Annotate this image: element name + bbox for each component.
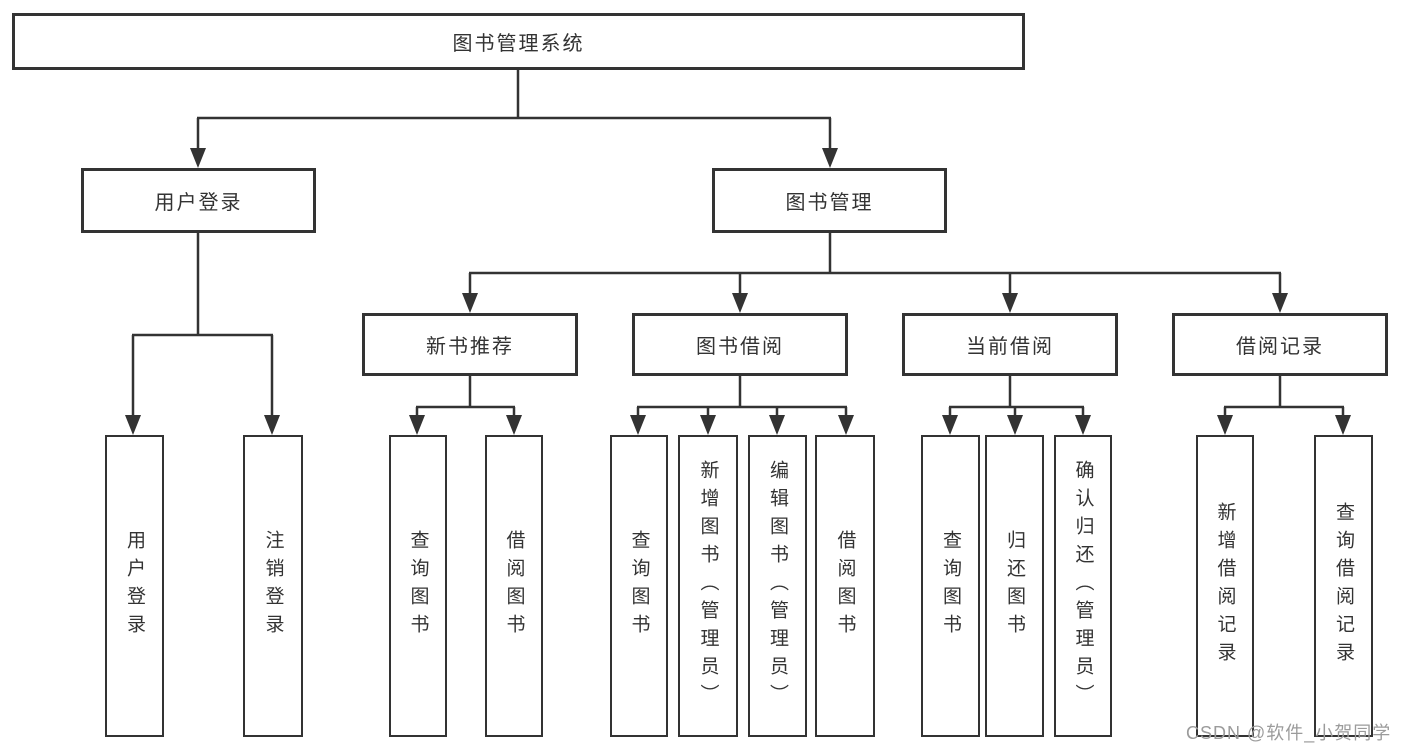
- leaf-query-books-recommend: 查询图书: [389, 435, 447, 737]
- node-label: 图书管理: [785, 192, 874, 214]
- leaf-label: 借阅图书: [503, 530, 525, 642]
- node-label: 当前借阅: [966, 336, 1054, 358]
- leaf-label: 注销登录: [262, 530, 284, 642]
- leaf-label: 归还图书: [1004, 530, 1025, 642]
- node-user-login: 用户登录: [81, 168, 316, 233]
- leaf-edit-books-admin: 编辑图书（管理员）: [748, 435, 807, 737]
- leaf-label: 查询图书: [407, 530, 429, 642]
- node-label: 图书借阅: [696, 336, 784, 358]
- leaf-label: 查询图书: [940, 530, 961, 642]
- node-root: 图书管理系统: [12, 13, 1025, 70]
- leaf-label: 用户登录: [124, 530, 145, 642]
- leaf-label: 新增图书（管理员）: [697, 460, 719, 712]
- watermark: CSDN @软件_小贺同学: [1186, 723, 1392, 743]
- leaf-add-books-admin: 新增图书（管理员）: [678, 435, 738, 737]
- node-label: 用户登录: [154, 192, 243, 214]
- leaf-confirm-return-admin: 确认归还（管理员）: [1054, 435, 1112, 737]
- node-current-borrow: 当前借阅: [902, 313, 1118, 376]
- node-label: 新书推荐: [426, 336, 514, 358]
- leaf-label: 借阅图书: [834, 530, 856, 642]
- leaf-label: 编辑图书（管理员）: [767, 460, 788, 712]
- node-borrow-records: 借阅记录: [1172, 313, 1388, 376]
- leaf-label: 确认归还（管理员）: [1072, 460, 1094, 712]
- leaf-add-borrow-record: 新增借阅记录: [1196, 435, 1254, 737]
- leaf-borrow-books-recommend: 借阅图书: [485, 435, 543, 737]
- node-book-borrow: 图书借阅: [632, 313, 848, 376]
- leaf-query-books-borrow: 查询图书: [610, 435, 668, 737]
- node-label: 借阅记录: [1236, 336, 1324, 358]
- leaf-return-books: 归还图书: [985, 435, 1044, 737]
- leaf-query-borrow-record: 查询借阅记录: [1314, 435, 1373, 737]
- leaf-borrow-books: 借阅图书: [815, 435, 875, 737]
- leaf-label: 查询图书: [628, 530, 650, 642]
- leaf-label: 新增借阅记录: [1214, 502, 1236, 670]
- leaf-user-login: 用户登录: [105, 435, 164, 737]
- node-book-management: 图书管理: [712, 168, 947, 233]
- leaf-query-books-current: 查询图书: [921, 435, 980, 737]
- node-new-book-recommend: 新书推荐: [362, 313, 578, 376]
- leaf-logout: 注销登录: [243, 435, 303, 737]
- node-root-label: 图书管理系统: [452, 33, 585, 55]
- leaf-label: 查询借阅记录: [1333, 502, 1354, 670]
